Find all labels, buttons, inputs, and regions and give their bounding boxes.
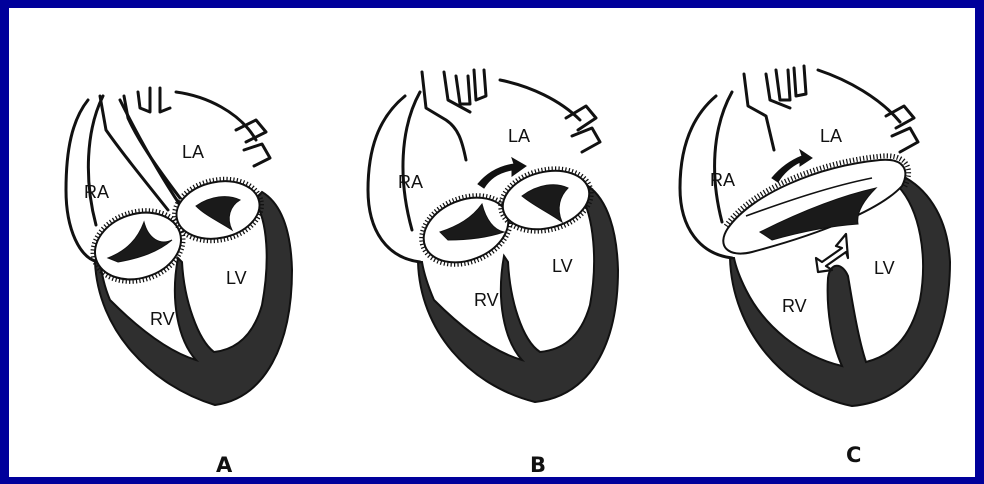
panel-a-vena-cava <box>100 96 180 210</box>
panel-b-aorta <box>456 70 486 104</box>
panel-c-label-la: LA <box>820 126 842 146</box>
panel-c-flow-arrow-septal <box>816 234 848 272</box>
panel-c-label-ra: RA <box>710 170 735 190</box>
panel-a-label-ra: RA <box>84 182 109 202</box>
panel-c-right-atrium-inner <box>715 92 732 222</box>
panel-b-label-lv: LV <box>552 256 573 276</box>
panel-a-letter: A <box>216 453 233 477</box>
panel-c-label-lv: LV <box>874 258 895 278</box>
panel-c: RA LA RV LV C <box>680 66 950 467</box>
panel-c-letter: C <box>846 443 861 467</box>
panel-a-label-rv: RV <box>150 309 175 329</box>
panel-b-label-ra: RA <box>398 172 423 192</box>
panel-a-label-lv: LV <box>226 268 247 288</box>
panel-a-label-la: LA <box>182 142 204 162</box>
panel-b-right-atrium-inner <box>403 92 420 230</box>
panel-a: RA LA RV LV A <box>66 88 292 477</box>
panel-c-av-valve-ring <box>723 160 905 254</box>
panel-b-vena-cava <box>422 72 470 160</box>
panel-c-aorta <box>776 66 806 100</box>
panel-b: RA LA RV LV B <box>368 70 618 477</box>
panel-a-right-atrium-inner <box>88 96 103 225</box>
panel-a-pulmonary-veins <box>236 120 270 166</box>
panel-c-label-rv: RV <box>782 296 807 316</box>
panel-a-atrial-roof <box>176 92 256 140</box>
panel-b-letter: B <box>530 453 546 477</box>
panel-a-aorta <box>138 88 170 112</box>
panel-c-vena-cava <box>744 74 790 150</box>
panel-b-label-la: LA <box>508 126 530 146</box>
panel-c-pulmonary-veins <box>886 106 918 152</box>
panel-b-atrial-roof <box>500 80 580 120</box>
panel-b-label-rv: RV <box>474 290 499 310</box>
